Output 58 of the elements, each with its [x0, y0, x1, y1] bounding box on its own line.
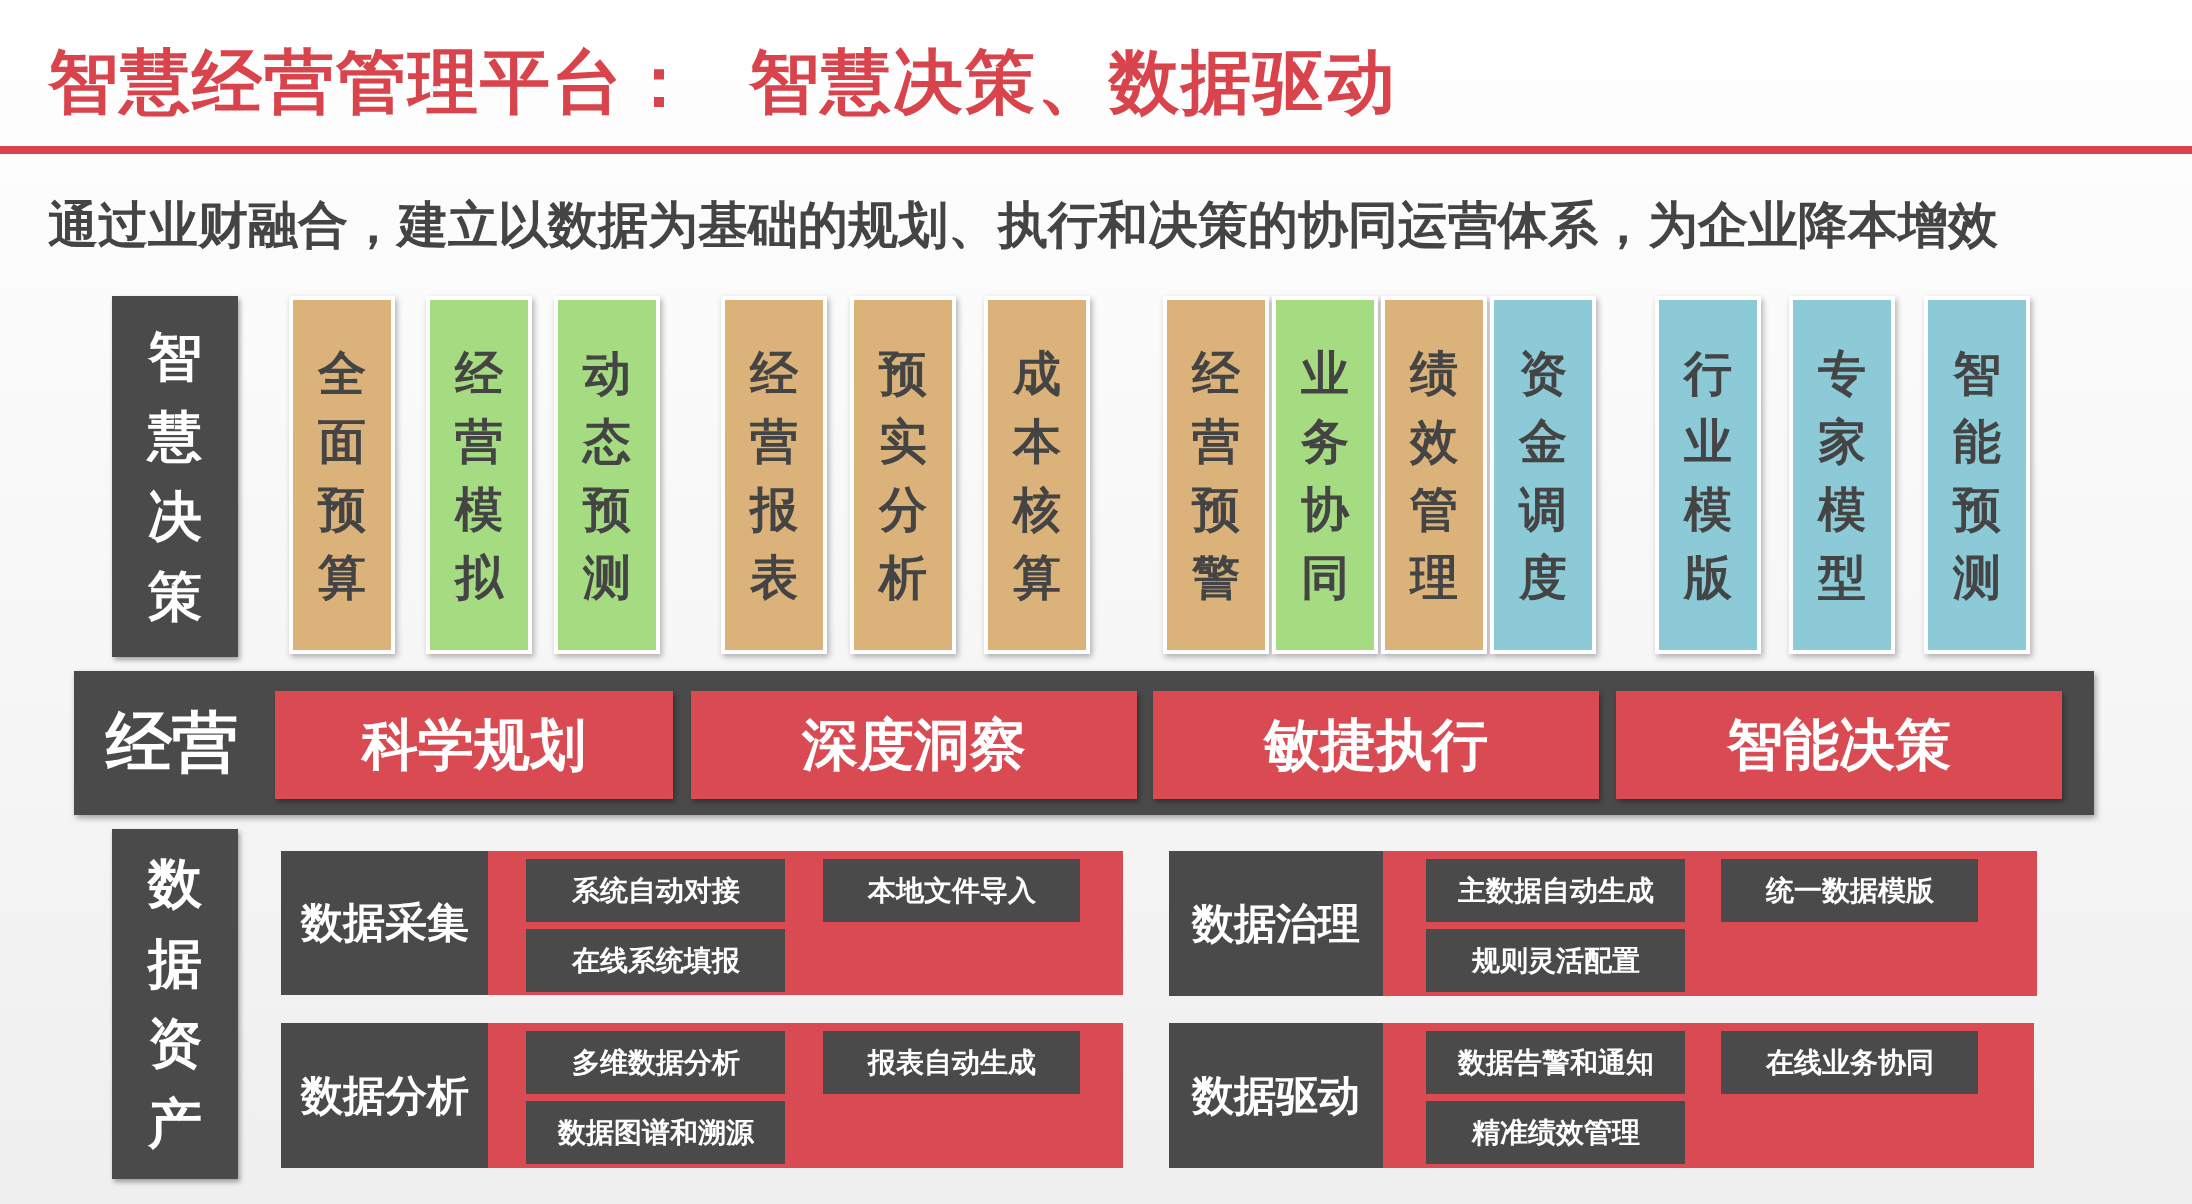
section-header: 数据分析	[281, 1023, 488, 1168]
function-box	[289, 296, 395, 654]
function-box	[984, 296, 1090, 654]
function-box	[1490, 296, 1596, 654]
function-box	[426, 296, 532, 654]
box-label: 全面预算	[317, 344, 367, 607]
box-label: 智能预测	[1952, 344, 2002, 607]
band-label: 经营	[106, 703, 238, 783]
function-box	[554, 296, 660, 654]
box-label: 经营模拟	[454, 344, 504, 607]
box-label: 行业模版	[1683, 344, 1733, 607]
section-panel	[1169, 851, 2037, 996]
box-label: 资金调度	[1518, 344, 1568, 607]
title: 智慧经营管理平台： 智慧决策、数据驱动	[48, 40, 1397, 125]
feature-box: 数据告警和通知	[1426, 1031, 1685, 1094]
feature-box: 精准绩效管理	[1426, 1101, 1685, 1164]
function-box	[1924, 296, 2030, 654]
section-label: 智慧决策	[147, 323, 203, 630]
section-header: 数据驱动	[1169, 1023, 1383, 1168]
box-label: 绩效管理	[1409, 344, 1459, 607]
section-header: 数据采集	[281, 851, 488, 995]
function-box	[1272, 296, 1378, 654]
function-box	[721, 296, 827, 654]
section-panel	[281, 851, 1123, 995]
section-header: 数据治理	[1169, 851, 1383, 996]
box-label: 成本核算	[1012, 344, 1062, 607]
function-box	[1381, 296, 1487, 654]
capability-box: 智能决策	[1616, 691, 2062, 799]
feature-box: 数据图谱和溯源	[526, 1101, 785, 1164]
section-label: 数据资产	[147, 851, 203, 1157]
section-label-box	[112, 296, 238, 657]
box-label: 业务协同	[1300, 344, 1350, 607]
section-label-box	[112, 829, 238, 1179]
capability-box: 敏捷执行	[1153, 691, 1599, 799]
feature-box: 统一数据模版	[1721, 859, 1978, 922]
section-panel	[1169, 1023, 2034, 1168]
box-label: 动态预测	[582, 344, 632, 607]
feature-box: 系统自动对接	[526, 859, 785, 922]
feature-box: 规则灵活配置	[1426, 929, 1685, 992]
box-label: 经营报表	[749, 344, 799, 607]
function-box	[1789, 296, 1895, 654]
subtitle: 通过业财融合，建立以数据为基础的规划、执行和决策的协同运营体系，为企业降本增效	[48, 195, 1998, 256]
feature-box: 多维数据分析	[526, 1031, 785, 1094]
capability-box: 科学规划	[275, 691, 673, 799]
box-label: 预实分析	[878, 344, 928, 607]
box-label: 经营预警	[1191, 344, 1241, 607]
box-label: 专家模型	[1817, 344, 1867, 607]
feature-box: 主数据自动生成	[1426, 859, 1685, 922]
layer-band	[74, 671, 2094, 815]
feature-box: 本地文件导入	[823, 859, 1080, 922]
feature-box: 在线系统填报	[526, 929, 785, 992]
function-box	[1655, 296, 1761, 654]
capability-box: 深度洞察	[691, 691, 1137, 799]
function-box	[1163, 296, 1269, 654]
feature-box: 报表自动生成	[823, 1031, 1080, 1094]
feature-box: 在线业务协同	[1721, 1031, 1978, 1094]
section-panel	[281, 1023, 1123, 1168]
function-box	[850, 296, 956, 654]
